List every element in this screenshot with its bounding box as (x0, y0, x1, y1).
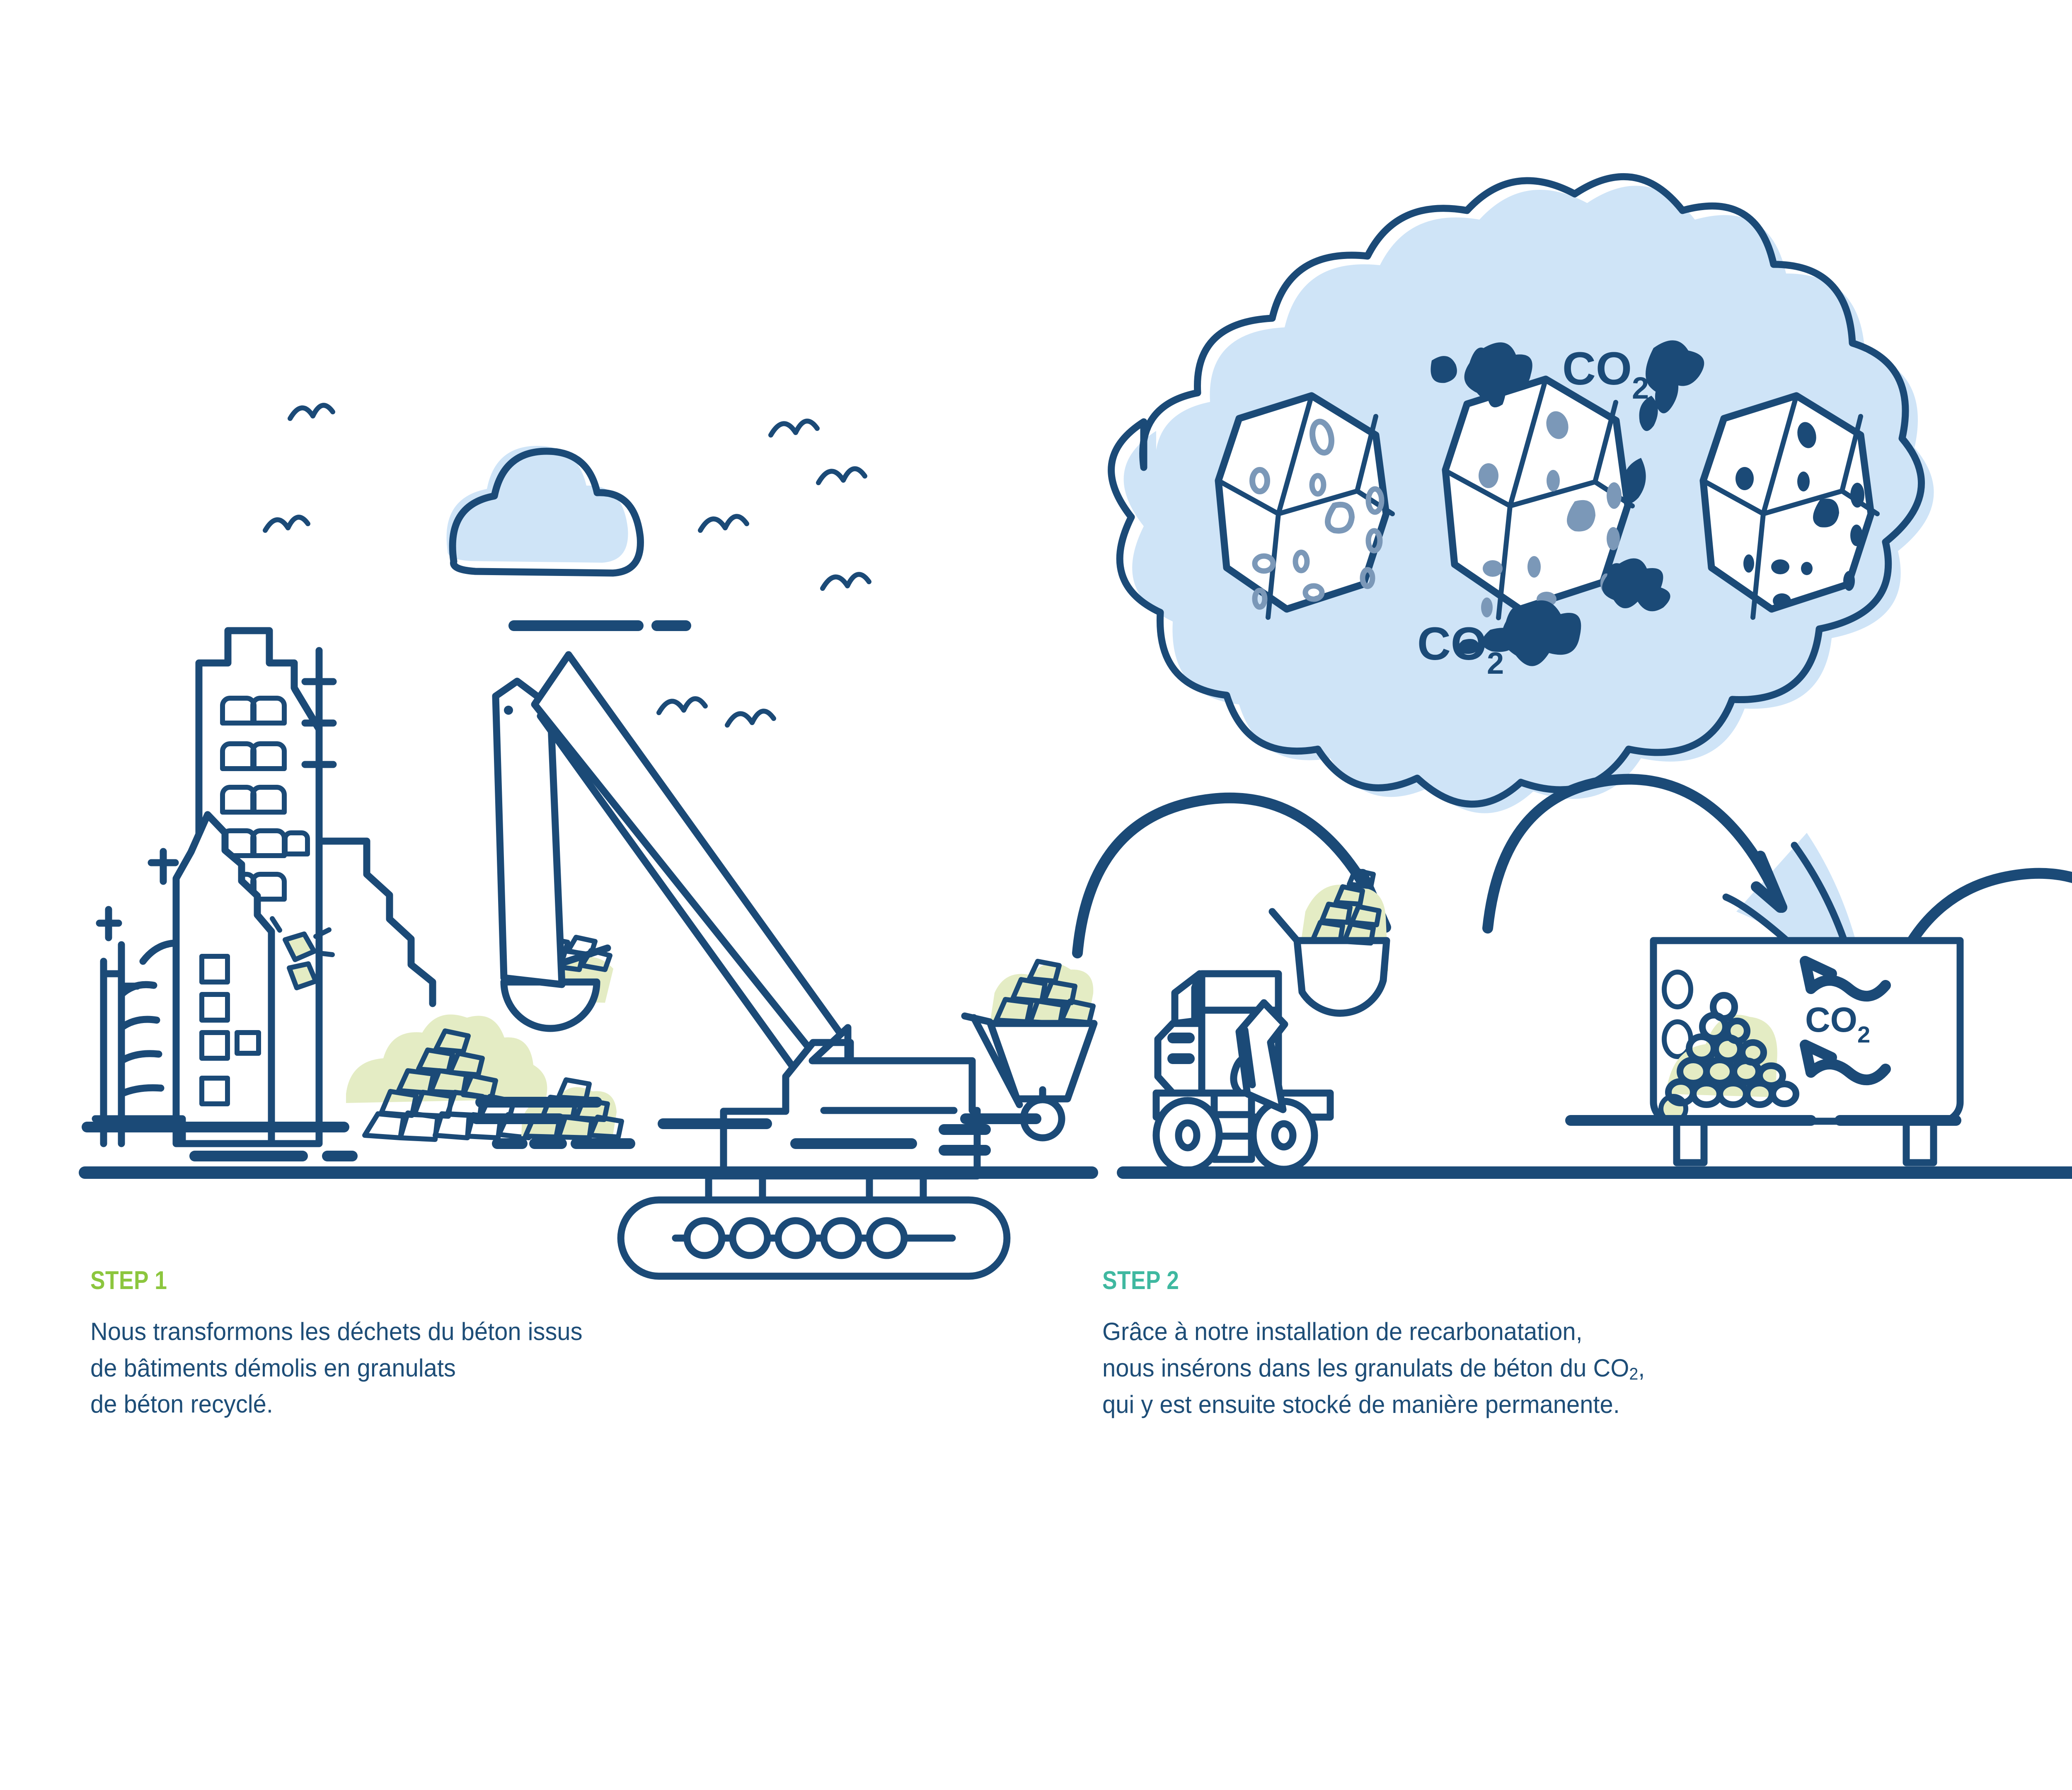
scene-1-demolition (79, 403, 1098, 1280)
excavator (492, 651, 1011, 1280)
birds-left (263, 403, 871, 728)
cloud-left (446, 446, 644, 577)
demolished-building (92, 811, 275, 1147)
step-block-2: STEP 2 Grâce à notre installation de rec… (1102, 1268, 2072, 1422)
broken-wall (315, 837, 436, 1007)
step-2-body: Grâce à notre installation de recarbonat… (1102, 1313, 2070, 1422)
recarbonation-chamber: CO2 (1650, 937, 1964, 1166)
speech-bubble-co2: CO2 CO2 (1108, 173, 1934, 1023)
hopper-cart (961, 959, 1098, 1142)
co2-inflow-arrows (1800, 956, 1891, 1086)
step-1-body: Nous transformons les déchets du béton i… (90, 1318, 583, 1418)
steps-text-layer: STEP 1 Nous transformons les déchets du … (0, 1268, 2072, 1641)
scene-2-recarbonation: CO2 (1117, 868, 2072, 1179)
co2-ink-blobs (1431, 340, 1704, 666)
aggregate-stone-2 (1442, 375, 1635, 620)
gauge-1 (1662, 970, 1693, 1009)
step-2-body-post: , qui y est ensuite stocké de manière pe… (1102, 1354, 1645, 1418)
ground-dashes-1 (82, 1097, 1041, 1161)
step-block-1: STEP 1 Nous transformons les déchets du … (90, 1268, 1043, 1422)
flow-arrow-2 (1482, 774, 1787, 934)
aggregate-stone-1 (1215, 392, 1395, 620)
step-2-co2-subscript: 2 (1629, 1364, 1639, 1383)
antenna-mast (301, 647, 337, 1143)
step-1-label: STEP 1 (90, 1266, 167, 1295)
falling-debris (270, 916, 335, 990)
step-2-label: STEP 2 (1102, 1266, 1179, 1295)
aggregate-stone-3 (1699, 392, 1880, 620)
step-2-body-pre: Grâce à notre installation de recarbonat… (1102, 1318, 1629, 1382)
wheel-loader (1152, 868, 1390, 1174)
